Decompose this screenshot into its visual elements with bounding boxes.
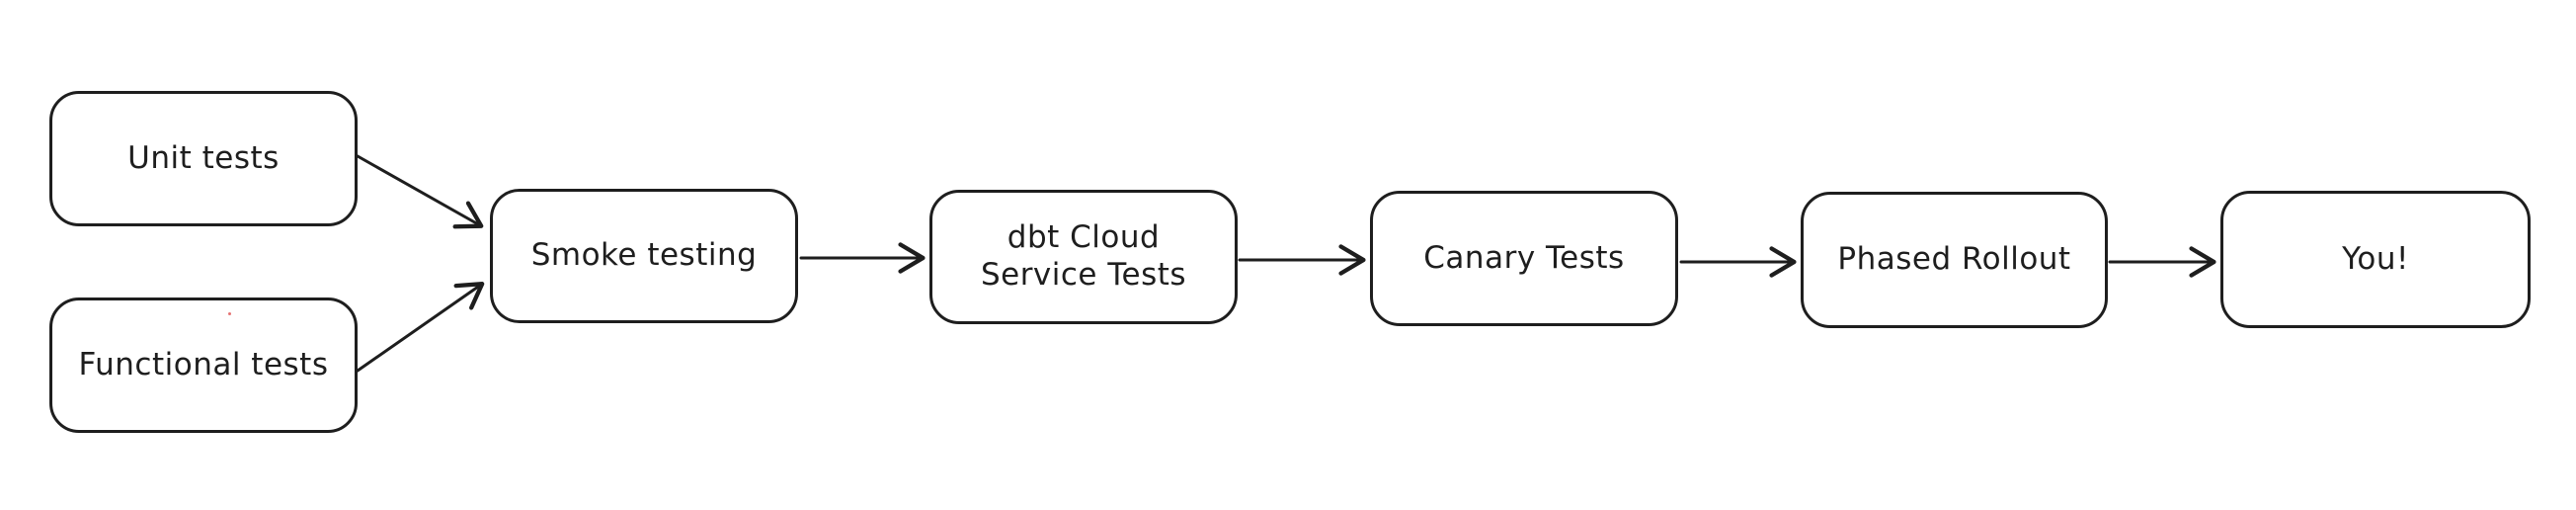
- node-you-label: You!: [2342, 240, 2409, 277]
- node-dbt-cloud-service-tests-label: dbt Cloud Service Tests: [980, 219, 1187, 293]
- node-functional-tests: Functional tests: [49, 298, 358, 433]
- node-functional-tests-label: Functional tests: [78, 346, 329, 382]
- edge-unit-tests-to-smoke-testing: [356, 154, 484, 229]
- node-dbt-cloud-service-tests: dbt Cloud Service Tests: [929, 190, 1238, 324]
- node-canary-tests: Canary Tests: [1370, 191, 1678, 326]
- node-you: You!: [2220, 191, 2531, 328]
- stray-red-dot: [228, 312, 231, 315]
- node-canary-tests-label: Canary Tests: [1423, 239, 1625, 276]
- edge-functional-tests-to-smoke-testing: [356, 282, 485, 373]
- node-phased-rollout: Phased Rollout: [1801, 192, 2108, 328]
- node-phased-rollout-label: Phased Rollout: [1837, 241, 2071, 278]
- node-smoke-testing-label: Smoke testing: [530, 237, 758, 274]
- node-smoke-testing: Smoke testing: [490, 189, 798, 323]
- node-unit-tests-label: Unit tests: [127, 139, 280, 176]
- node-unit-tests: Unit tests: [49, 91, 358, 226]
